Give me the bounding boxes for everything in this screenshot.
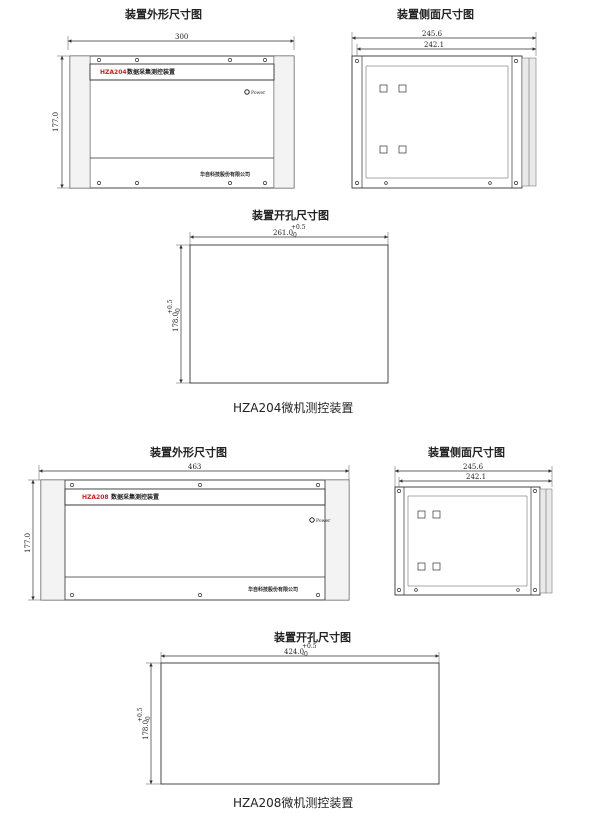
hza204-cutout-view: 261.0 +0.5 -0 178.0 +0.5 -0 — [167, 224, 389, 384]
hza204-cutout-width-dim: 261.0 — [273, 229, 293, 237]
hza204-side-outer-dim: 245.6 — [422, 30, 443, 38]
hza204-cutout-width-tol-plus: +0.5 — [291, 224, 306, 231]
hza204-caption: HZA204微机测控装置 — [233, 401, 354, 415]
hza204-front-width-dim: 300 — [175, 33, 188, 41]
hza204-side-inner-dim: 242.1 — [424, 41, 444, 49]
hza208-power-led-icon — [309, 517, 315, 523]
hza204-cutout-width-tol-minus: -0 — [291, 232, 297, 239]
hza208-cutout-width-tol-minus: -0 — [302, 651, 308, 658]
hza208-front-title: 装置外形尺寸图 — [150, 446, 227, 459]
hza204-front-height-dim: 177.0 — [52, 112, 60, 132]
hza208-cutout-width-dim: 424.0 — [284, 648, 304, 656]
hza204-power-label: Power — [251, 90, 266, 96]
hza208-company: 华自科技股份有限公司 — [248, 586, 298, 593]
hza208-cutout-height-tol-minus: -0 — [145, 716, 152, 722]
hza204-front-view: 300 177.0 HZA204 数据采集测控装置 Power 华自科技股份有限… — [52, 33, 295, 189]
hza204-cutout-height-tol-minus: -0 — [175, 308, 182, 314]
hza204-side-view: 245.6 242.1 — [351, 30, 537, 189]
hza208-front-view: 463 177.0 HZA208 数据采集测控装置 Power 华自科技股份有限… — [24, 463, 350, 601]
hza208-side-title: 装置侧面尺寸图 — [428, 446, 505, 459]
hza208-front-width-dim: 463 — [188, 463, 201, 471]
hza204-side-title: 装置侧面尺寸图 — [397, 8, 474, 21]
hza208-caption: HZA208微机测控装置 — [233, 796, 354, 810]
hza208-model-label: HZA208 — [82, 494, 109, 501]
hza208-front-height-dim: 177.0 — [24, 533, 32, 553]
hza208-cutout-height-dim: 178.0 — [142, 720, 150, 740]
hza204-cutout-height-tol-plus: +0.5 — [167, 299, 174, 314]
hza208-cutout-title: 装置开孔尺寸图 — [274, 631, 351, 644]
hza208-side-inner-dim: 242.1 — [466, 473, 486, 481]
hza204-power-led-icon — [244, 89, 250, 95]
hza208-power-label: Power — [316, 518, 331, 524]
hza204-model-label: HZA204 — [100, 69, 127, 76]
hza204-product-name: 数据采集测控装置 — [127, 68, 175, 76]
hza208-side-outer-dim: 245.6 — [463, 463, 484, 471]
hza204-front-title: 装置外形尺寸图 — [125, 8, 202, 21]
hza208-cutout-view: 424.0 +0.5 -0 178.0 +0.5 -0 — [137, 643, 440, 785]
hza204-cutout-title: 装置开孔尺寸图 — [252, 209, 329, 222]
hza204-company: 华自科技股份有限公司 — [200, 171, 250, 178]
hza204-cutout-height-dim: 178.0 — [172, 312, 180, 332]
hza208-cutout-width-tol-plus: +0.5 — [302, 643, 317, 650]
hza208-cutout-height-tol-plus: +0.5 — [137, 707, 144, 722]
hza208-product-name: 数据采集测控装置 — [111, 493, 159, 501]
hza208-side-view: 245.6 242.1 — [394, 463, 553, 596]
